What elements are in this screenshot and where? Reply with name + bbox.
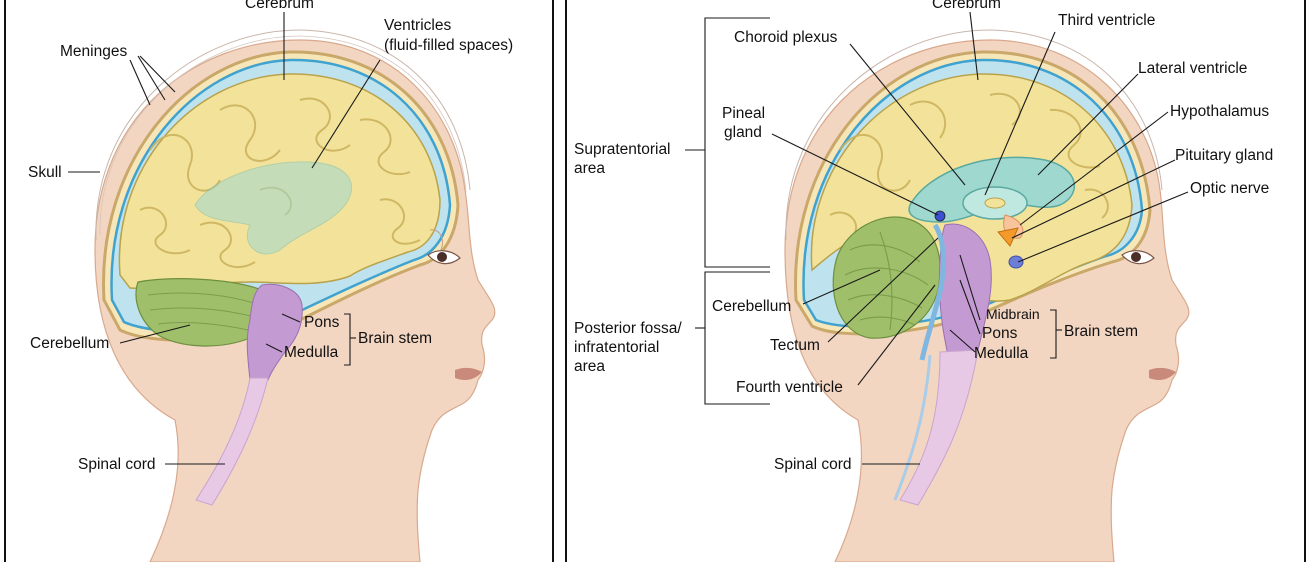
label-right-medulla: Medulla bbox=[974, 345, 1029, 362]
right-leader-lines bbox=[685, 11, 1189, 465]
left-head-illustration bbox=[94, 29, 496, 562]
label-right-pons: Pons bbox=[982, 325, 1018, 342]
label-right-cerebrum: Cerebrum bbox=[932, 0, 1001, 12]
left-ventricles-shape bbox=[194, 161, 353, 255]
label-right-choroid-plexus: Choroid plexus bbox=[734, 29, 838, 46]
label-posterior-infratentorial: infratentorial bbox=[574, 339, 659, 356]
label-right-midbrain: Midbrain bbox=[986, 306, 1040, 322]
label-supratentorial-area: area bbox=[574, 160, 605, 177]
left-spinal-cord-shape bbox=[195, 377, 269, 506]
label-supratentorial: Supratentorial bbox=[574, 141, 671, 158]
label-posterior-fossa: Posterior fossa/ bbox=[574, 320, 682, 337]
label-left-ventricles-sub: (fluid-filled spaces) bbox=[384, 37, 513, 54]
right-panel-frame bbox=[565, 0, 1306, 562]
right-pineal-gland-shape bbox=[934, 210, 946, 222]
label-right-hypothalamus: Hypothalamus bbox=[1170, 103, 1269, 120]
label-right-optic-nerve: Optic nerve bbox=[1190, 180, 1269, 197]
left-leader-lines bbox=[68, 12, 381, 465]
label-right-pineal-gland: gland bbox=[724, 124, 762, 141]
right-spinal-cord-shape bbox=[899, 349, 979, 506]
right-optic-nerve-shape bbox=[1008, 255, 1024, 269]
label-right-fourth-ventricle: Fourth ventricle bbox=[736, 379, 843, 396]
label-left-meninges: Meninges bbox=[60, 43, 127, 60]
label-left-ventricles: Ventricles bbox=[384, 17, 451, 34]
label-left-skull: Skull bbox=[28, 164, 62, 181]
label-right-third-ventricle: Third ventricle bbox=[1058, 12, 1155, 29]
label-left-cerebellum: Cerebellum bbox=[30, 335, 109, 352]
left-brainstem-shape bbox=[246, 283, 303, 381]
left-labels: Cerebrum Ventricles (fluid-filled spaces… bbox=[28, 0, 513, 473]
label-left-brain-stem: Brain stem bbox=[358, 330, 432, 347]
label-right-cerebellum: Cerebellum bbox=[712, 298, 791, 315]
label-right-lateral-ventricle: Lateral ventricle bbox=[1138, 60, 1247, 77]
label-right-tectum: Tectum bbox=[770, 337, 820, 354]
label-left-cerebrum: Cerebrum bbox=[245, 0, 314, 12]
label-posterior-area: area bbox=[574, 358, 605, 375]
right-labels: Cerebrum Third ventricle Choroid plexus … bbox=[574, 0, 1273, 473]
label-right-pituitary-gland: Pituitary gland bbox=[1175, 147, 1273, 164]
label-left-medulla: Medulla bbox=[284, 344, 339, 361]
label-right-spinal-cord: Spinal cord bbox=[774, 456, 852, 473]
right-head-illustration bbox=[784, 29, 1190, 562]
label-left-pons: Pons bbox=[304, 314, 340, 331]
label-right-pineal: Pineal bbox=[722, 105, 765, 122]
label-left-spinal-cord: Spinal cord bbox=[78, 456, 156, 473]
label-right-brain-stem: Brain stem bbox=[1064, 323, 1138, 340]
left-panel-frame bbox=[4, 0, 554, 562]
